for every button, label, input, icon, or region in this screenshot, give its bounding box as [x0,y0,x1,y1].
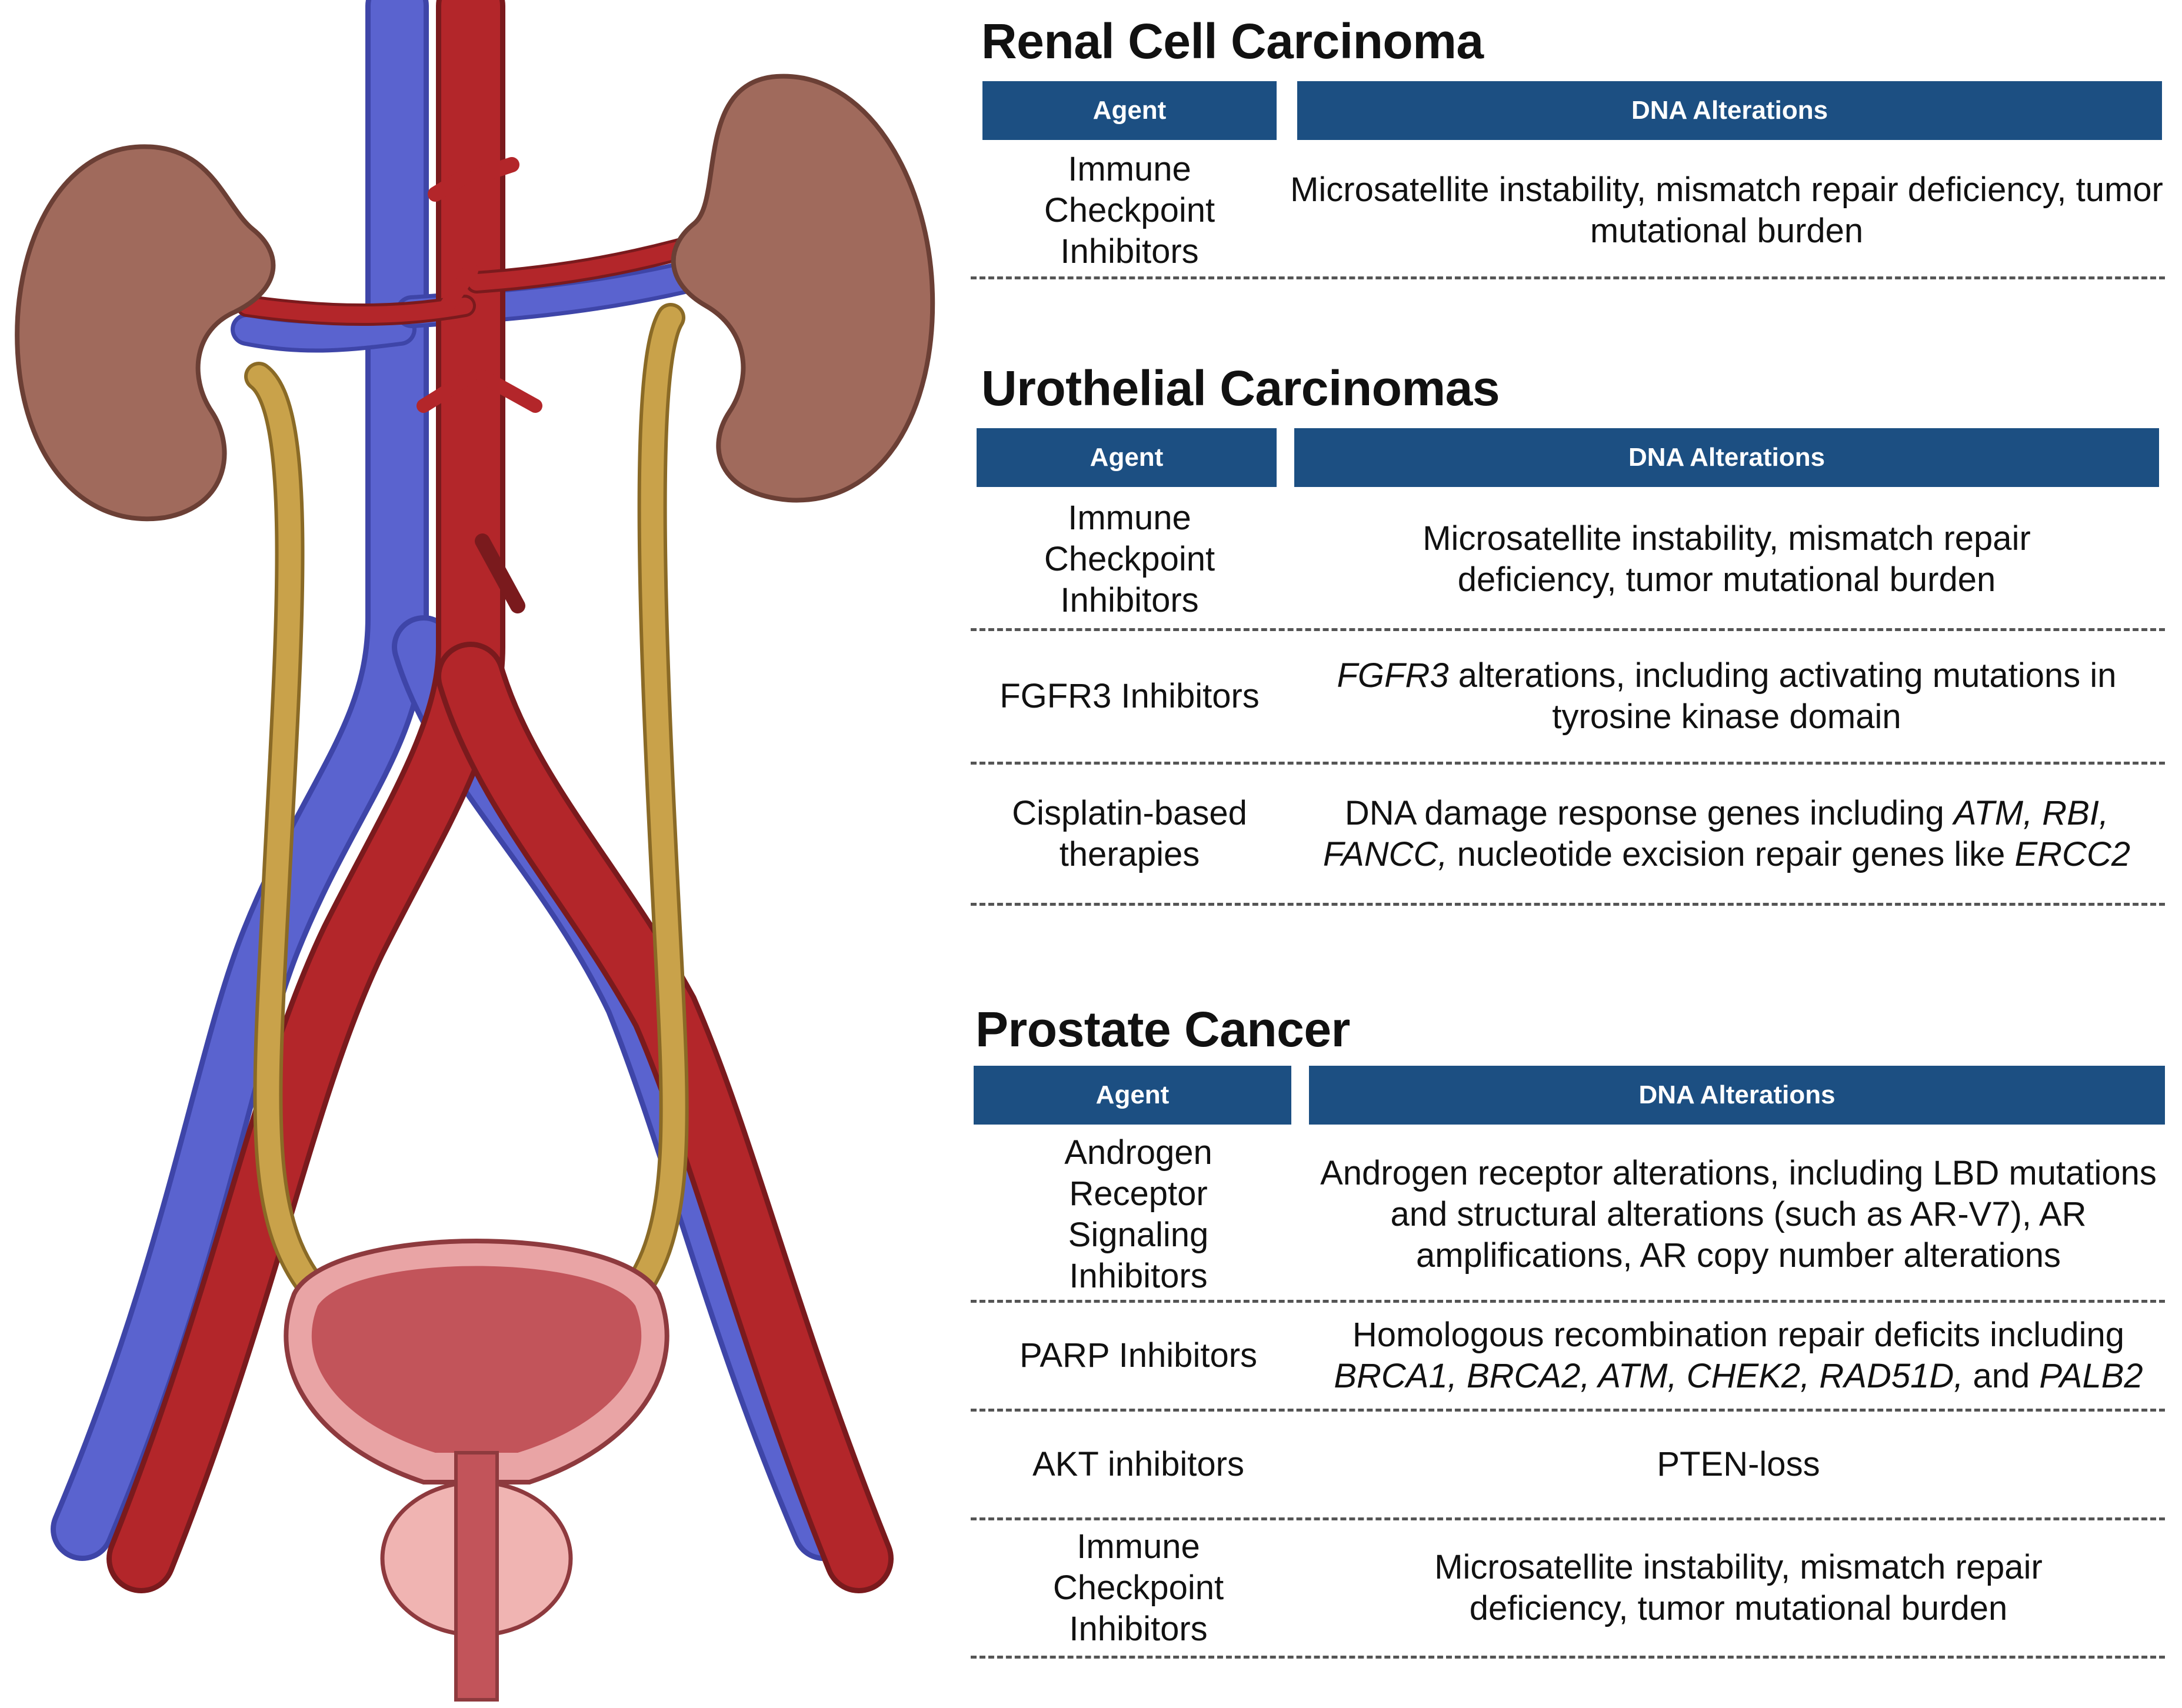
alterations-column-header: DNA Alterations [1294,428,2159,487]
agent-column-header: Agent [977,428,1277,487]
agent-cell: Immune Checkpoint Inhibitors [1044,149,1215,271]
agent-cell: Androgen Receptor Signaling Inhibitors [1064,1133,1212,1295]
alteration-text: alterations, including activating mutati… [1448,656,2117,736]
agent-cell: Immune Checkpoint Inhibitors [1052,1527,1224,1648]
gene-name: FGFR3 [1337,656,1449,695]
prostate-cancer-section: Prostate Cancer Agent DNA Alterations An… [971,1000,2165,1664]
alterations-column-header: DNA Alterations [1297,81,2162,140]
alterations-cell: DNA damage response genes including ATM,… [1288,765,2165,903]
agent-column-header: Agent [974,1066,1291,1125]
alterations-column-header: DNA Alterations [1309,1066,2165,1125]
alterations-cell: PTEN-loss [1657,1445,1820,1483]
alterations-cell: Androgen receptor alterations, including… [1320,1154,2157,1275]
alteration-text: DNA damage response genes including [1344,793,1954,832]
agent-column-header: Agent [982,81,1277,140]
gene-names: BRCA1, BRCA2, ATM, CHEK2, RAD51D, [1334,1357,1964,1395]
right-kidney [671,74,935,503]
alterations-cell: Homologous recombination repair deficits… [1312,1303,2165,1409]
alteration-text: and [1963,1357,2040,1395]
table-row: Immune Checkpoint Inhibitors Microsatell… [971,144,2165,279]
agent-cell: AKT inhibitors [1032,1445,1244,1483]
alterations-cell: FGFR3 alterations, including activating … [1288,631,2165,762]
alterations-cell: Microsatellite instability, mismatch rep… [1434,1548,2043,1627]
section-title: Prostate Cancer [975,1002,1350,1057]
agent-cell: FGFR3 Inhibitors [1000,677,1260,715]
alteration-text: nucleotide excision repair genes like [1447,835,2015,873]
agent-cell: Cisplatin-based therapies [1012,793,1247,873]
ureters [244,303,689,1320]
aorta-artery [106,0,894,1593]
table-row: Immune Checkpoint Inhibitors Microsatell… [971,490,2165,631]
table-row: AKT inhibitors PTEN-loss [971,1412,2165,1520]
alteration-text: Homologous recombination repair deficits… [1352,1316,2125,1354]
table-row: Androgen Receptor Signaling Inhibitors A… [971,1129,2165,1303]
gene-names: ATM, RBI, FANCC, [1322,793,2109,873]
table-row: Cisplatin-based therapies DNA damage res… [971,765,2165,906]
gene-name: ERCC2 [2014,835,2131,873]
table-row: PARP Inhibitors Homologous recombination… [971,1303,2165,1412]
table-row: FGFR3 Inhibitors FGFR3 alterations, incl… [971,631,2165,765]
urinary-tract-illustration [15,0,935,1702]
gene-name: PALB2 [2039,1357,2143,1395]
alterations-cell: Microsatellite instability, mismatch rep… [1290,170,2163,250]
bladder [284,1239,669,1485]
agent-cell: Immune Checkpoint Inhibitors [1044,498,1215,619]
prostate [380,1451,573,1702]
renal-cell-carcinoma-section: Renal Cell Carcinoma Agent DNA Alteratio… [971,12,2165,288]
section-title: Urothelial Carcinomas [981,361,1500,416]
table-row: Immune Checkpoint Inhibitors Microsatell… [971,1520,2165,1659]
left-kidney [15,144,276,522]
section-title: Renal Cell Carcinoma [981,14,1484,69]
alterations-cell: Microsatellite instability, mismatch rep… [1423,519,2031,599]
agent-cell: PARP Inhibitors [1019,1336,1258,1375]
urothelial-carcinomas-section: Urothelial Carcinomas Agent DNA Alterati… [971,359,2165,912]
